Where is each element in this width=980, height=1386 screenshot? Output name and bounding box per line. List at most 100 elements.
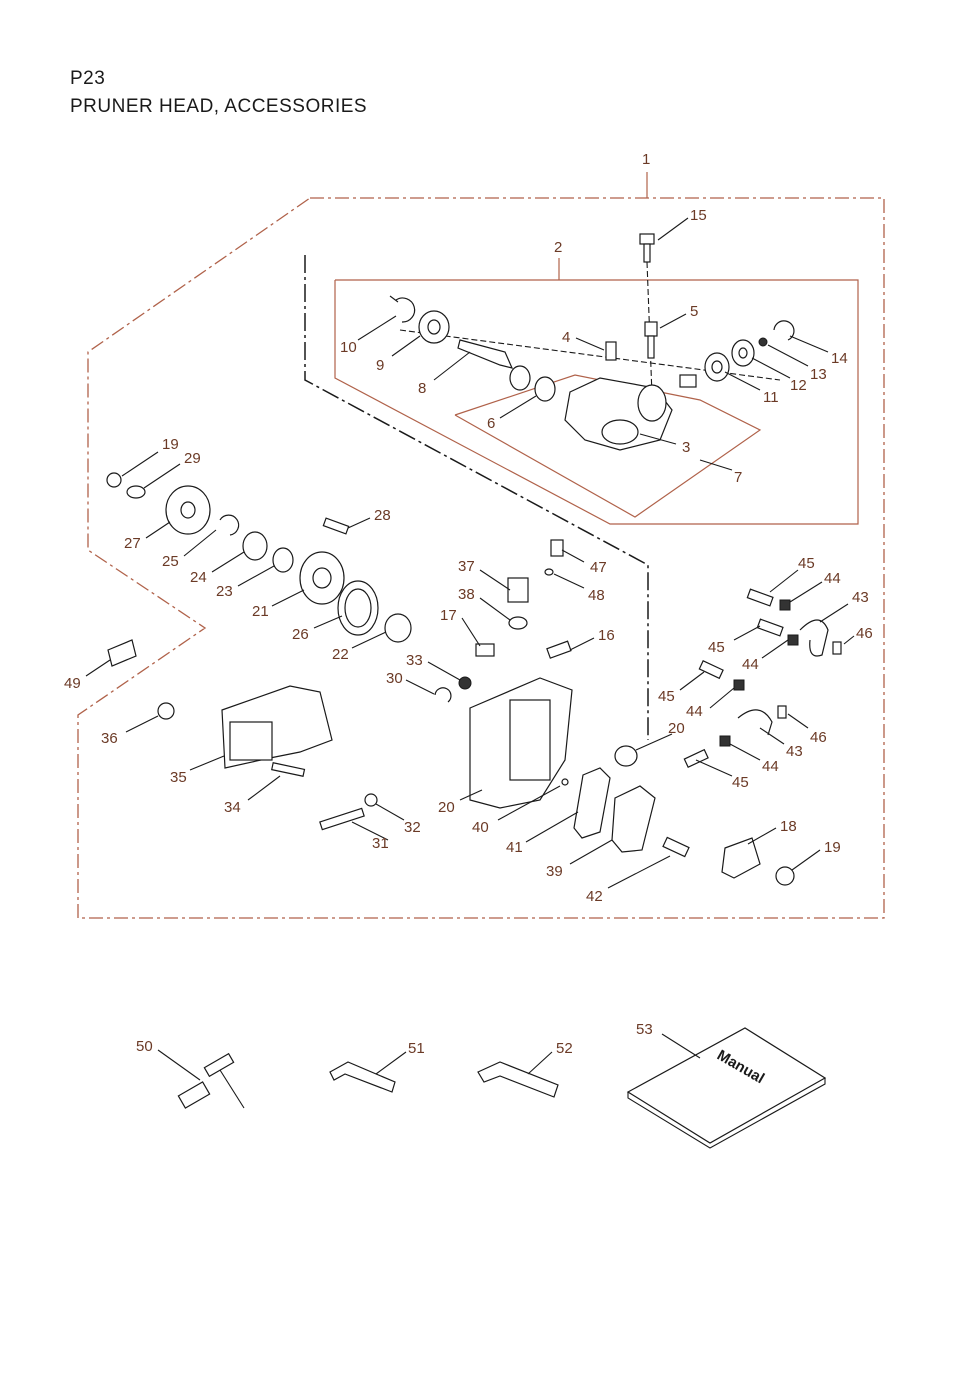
lead-27 (145, 521, 171, 539)
callout-24: 24 (190, 569, 207, 586)
part-46-spring-a (832, 641, 842, 655)
lead-43a (819, 603, 849, 623)
callout-45d: 45 (732, 774, 749, 791)
callout-40: 40 (472, 819, 489, 836)
callout-3: 3 (682, 439, 690, 456)
callout-46b: 46 (810, 729, 827, 746)
part-45-fitting-d (683, 748, 709, 768)
callout-53: 53 (636, 1021, 653, 1038)
callout-34: 34 (224, 799, 241, 816)
part-36-nut (157, 702, 175, 720)
callout-37: 37 (458, 558, 475, 575)
part-26-gasket (337, 580, 379, 636)
part-pinion (679, 374, 697, 388)
lead-45a (769, 569, 799, 593)
part-22-cap (384, 613, 412, 643)
lead-41 (525, 811, 579, 843)
part-21-sprocket (299, 551, 345, 605)
lead-45b (733, 625, 761, 641)
callout-44d: 44 (762, 758, 779, 775)
callout-14: 14 (831, 350, 848, 367)
part-49-label (107, 639, 137, 667)
lead-22 (351, 631, 387, 649)
part-37-oil-pump (507, 577, 529, 603)
callout-43b: 43 (786, 743, 803, 760)
lead-39 (569, 839, 613, 865)
part-51-hex-key (329, 1061, 396, 1093)
part-52-hex-key (477, 1061, 559, 1098)
part-17-bolt (475, 643, 495, 657)
part-45-fitting-c (698, 660, 724, 680)
callout-4: 4 (562, 329, 570, 346)
lead-10b (357, 315, 397, 341)
lead-48 (553, 573, 585, 589)
part-9-bearing (418, 310, 450, 344)
part-19-screw (106, 472, 122, 488)
lead-26 (313, 615, 343, 629)
page-title: PRUNER HEAD, ACCESSORIES (70, 96, 368, 117)
part-34-stud (271, 762, 306, 777)
lead-44a (789, 581, 823, 603)
callout-38: 38 (458, 586, 475, 603)
part-45-fitting-a (746, 588, 774, 607)
lead-31 (351, 821, 389, 841)
lead-28 (347, 517, 371, 529)
callout-20b: 20 (438, 799, 455, 816)
lead-53 (661, 1033, 701, 1059)
callout-44b: 44 (742, 656, 759, 673)
lead-45c (679, 671, 705, 691)
callout-10: 10 (340, 339, 357, 356)
group-1-outline (77, 197, 885, 919)
part-20-case (469, 677, 573, 809)
assembly-connector (304, 255, 649, 740)
part-44-clamp-a (779, 599, 791, 611)
callout-49: 49 (64, 675, 81, 692)
part-30-circlip (434, 687, 452, 703)
lead-6 (499, 395, 537, 419)
part-35-sprocket-cover (221, 685, 333, 769)
callout-29: 29 (184, 450, 201, 467)
callout-21: 21 (252, 603, 269, 620)
lead-8 (433, 351, 471, 381)
part-43-hose-b (737, 709, 773, 736)
lead-19b (791, 849, 821, 871)
lead-17 (461, 617, 481, 647)
lead-15 (657, 217, 689, 241)
part-13-washer (758, 337, 768, 347)
lead-10 (389, 295, 399, 303)
callout-33: 33 (406, 652, 423, 669)
part-43-hose-a (799, 619, 829, 657)
part-8-shaft (457, 339, 514, 369)
lead-11 (724, 371, 761, 391)
lead-38 (479, 597, 511, 621)
part-gear (509, 365, 531, 391)
callout-12: 12 (790, 377, 807, 394)
callout-6: 6 (487, 415, 495, 432)
lead-12 (751, 357, 791, 379)
lead-42 (607, 855, 671, 889)
callout-44c: 44 (686, 703, 703, 720)
callout-19a: 19 (162, 436, 179, 453)
callout-20a: 20 (668, 720, 685, 737)
callout-23: 23 (216, 583, 233, 600)
part-29-washer (126, 485, 146, 499)
part-40-pin (561, 778, 569, 786)
callout-22: 22 (332, 646, 349, 663)
callout-35: 35 (170, 769, 187, 786)
part-44-clamp-c (733, 679, 745, 691)
lead-20a (635, 733, 673, 751)
lead-46a (843, 635, 855, 645)
part-20-washer (614, 745, 638, 767)
part-12-bearing (731, 339, 755, 367)
part-31-bolt (319, 807, 365, 831)
lead-49 (85, 659, 111, 677)
group-7-outline (454, 374, 762, 518)
lead-33 (427, 661, 461, 681)
callout-11: 11 (763, 389, 779, 406)
callout-51: 51 (408, 1040, 425, 1057)
callout-17: 17 (440, 607, 457, 624)
part-24-bearing (242, 531, 268, 561)
lead-20b (459, 789, 483, 801)
lead-43b (759, 727, 785, 745)
